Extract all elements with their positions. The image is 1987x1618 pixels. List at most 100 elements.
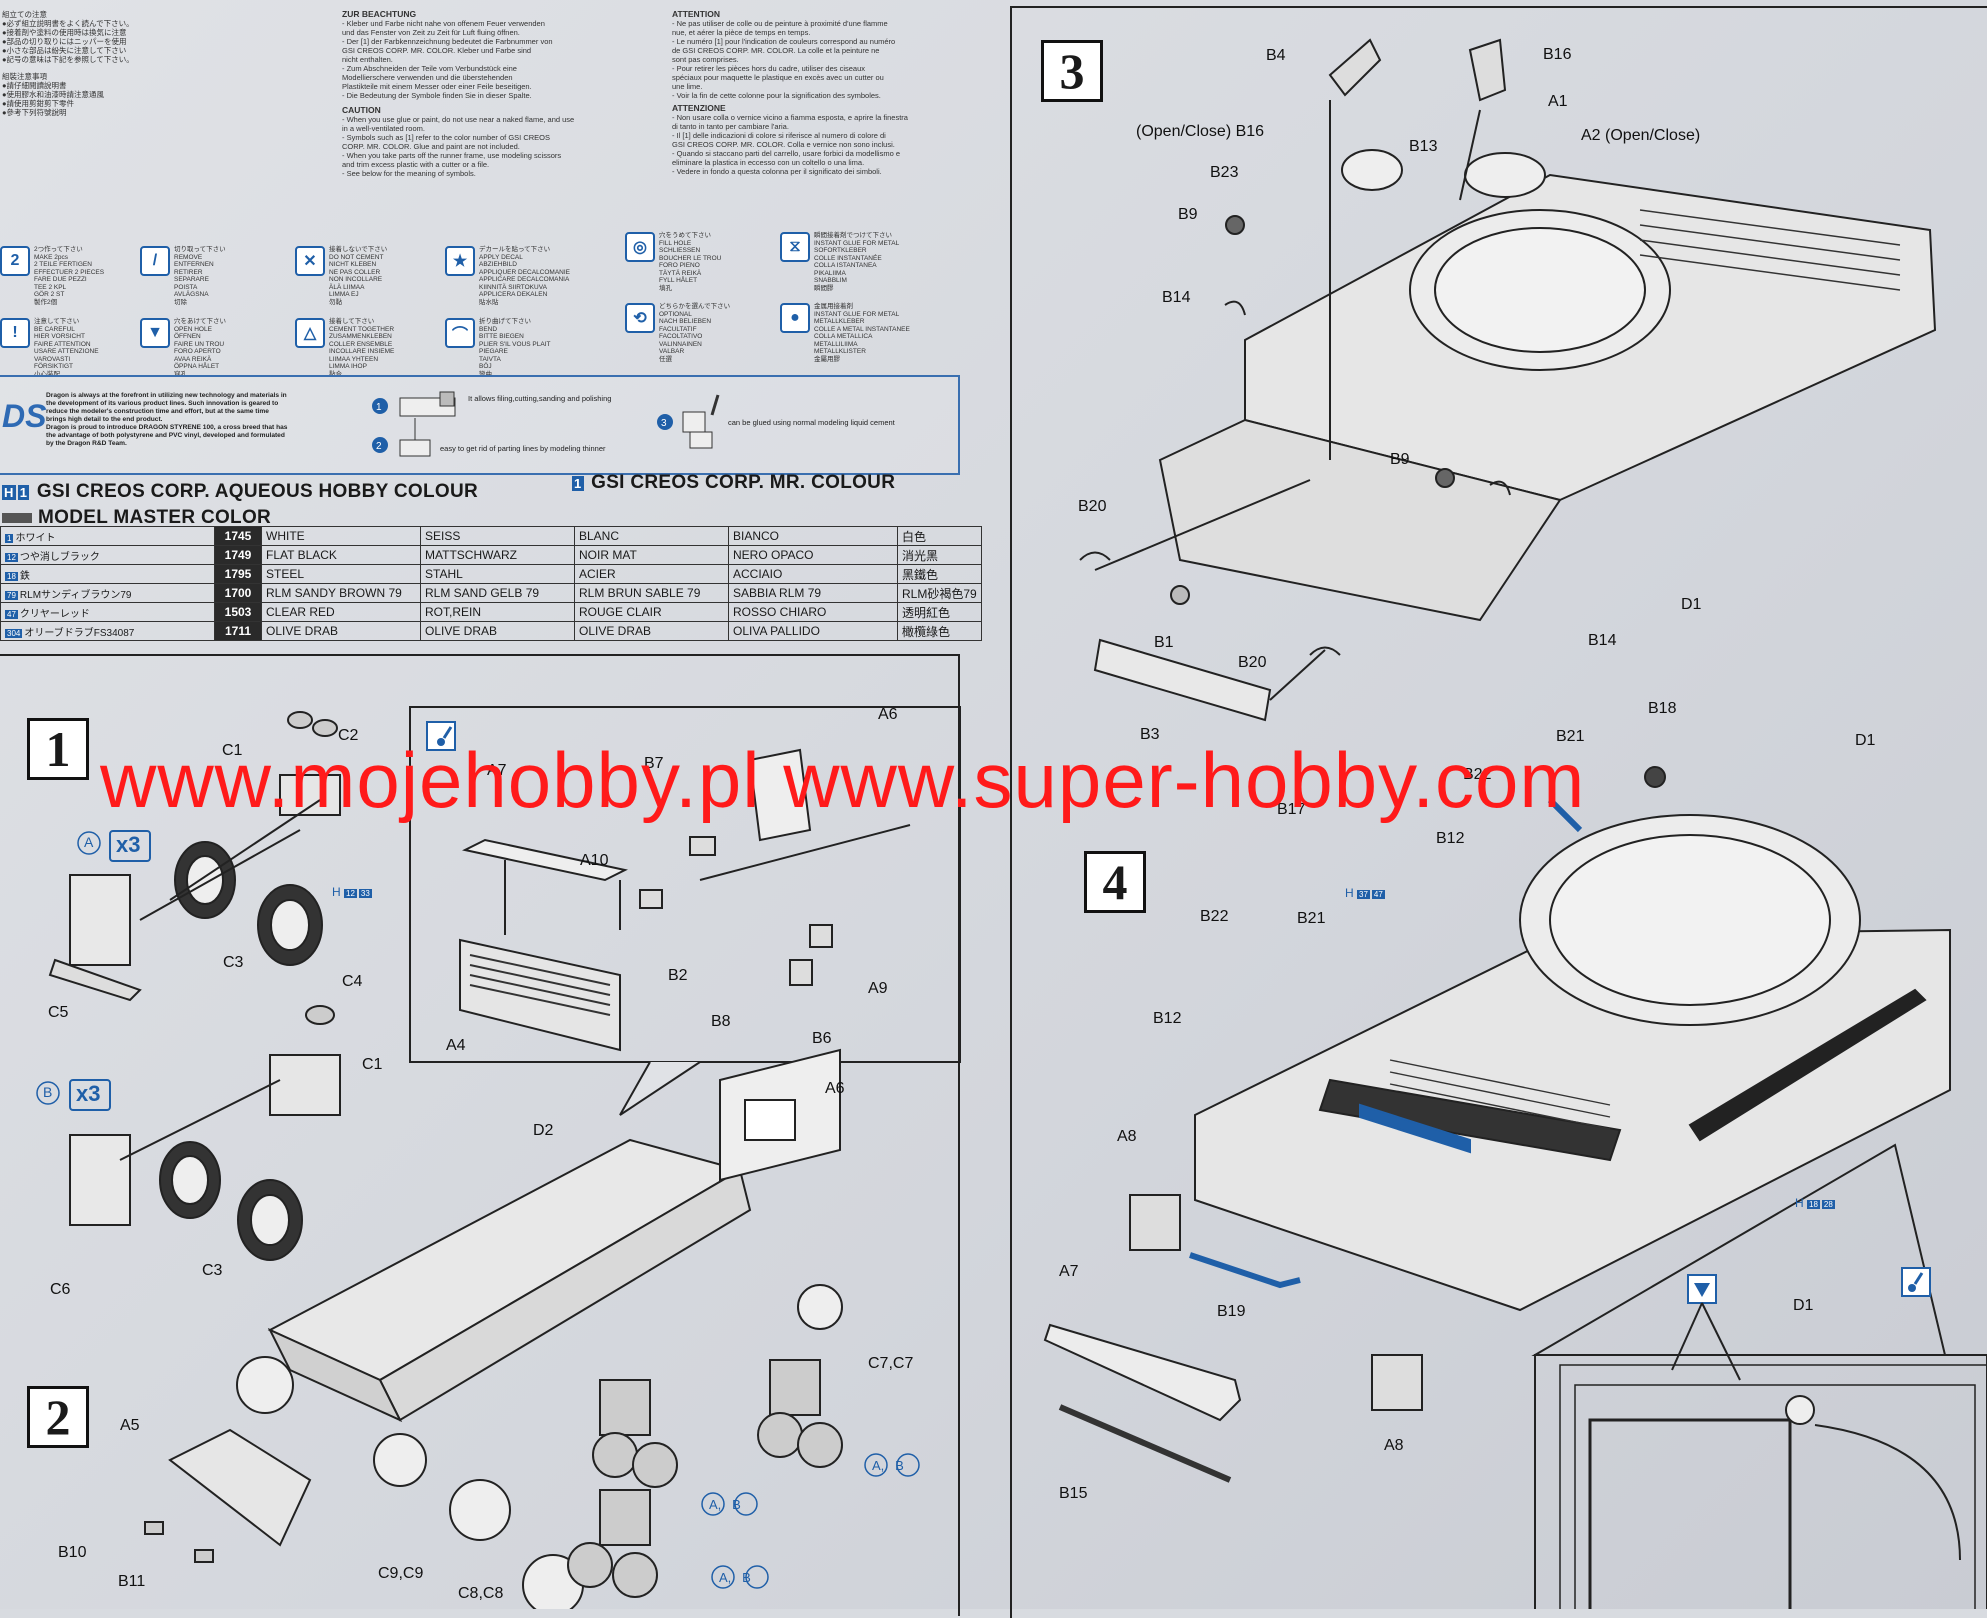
mr-colour-header: 1 GSI CREOS CORP. MR. COLOUR bbox=[572, 472, 895, 494]
part-label-B3: B3 bbox=[1140, 726, 1160, 743]
symbol-text-line: 勿黏 bbox=[329, 298, 342, 306]
note-line: ●必ず組立説明書をよく読んで下さい。 bbox=[2, 19, 134, 28]
symbol-text-line: INCOLLARE INSIEME bbox=[329, 348, 395, 355]
bend-icon: ⌒ bbox=[445, 318, 475, 348]
part-label-C5: C5 bbox=[48, 1004, 69, 1021]
part-label-B14b: B14 bbox=[1588, 632, 1617, 649]
symbol-text-line: POISTA bbox=[174, 283, 198, 291]
symbol-text-line: RETIRER bbox=[174, 268, 203, 276]
paint-code: 1700 bbox=[214, 583, 262, 603]
symbol-text-line: 任選 bbox=[659, 355, 672, 363]
symbol-text-line: METALLKLEBER bbox=[814, 318, 865, 325]
symbol-text-line: LIMMA IHOP bbox=[329, 363, 367, 370]
part-label-C1b: C1 bbox=[362, 1056, 383, 1073]
symbol-text-line: FAIRE UN TROU bbox=[174, 340, 225, 348]
symbol-text-line: FACOLTATIVO bbox=[659, 333, 703, 340]
note-line: ●記号の意味は下記を参照して下さい。 bbox=[2, 55, 134, 64]
symbol-text-line: 彎曲 bbox=[479, 370, 492, 378]
part-label-C4: C4 bbox=[342, 973, 363, 990]
part-label-D1b: D1 bbox=[1855, 732, 1876, 749]
part-label-B1: B1 bbox=[1154, 634, 1174, 651]
paint-ref-mark: 12 bbox=[5, 552, 18, 562]
part-label-B10: B10 bbox=[58, 1544, 87, 1561]
suspension-bogie-b bbox=[69, 1005, 341, 1261]
symbol-text-line: ÖPPNA HÅLET bbox=[174, 363, 220, 370]
note-line: ●使用膠水和油漆時請注意通風 bbox=[2, 90, 105, 99]
paint-code: 1749 bbox=[214, 545, 262, 565]
be-careful-icon: ! bbox=[0, 318, 30, 348]
paint-ref-mark: 18 bbox=[5, 571, 18, 581]
h-mark: H bbox=[2, 485, 16, 500]
symbol-text-line: SNABBLIM bbox=[814, 277, 847, 284]
symbol-text-line: FÖRSIKTIGT bbox=[34, 363, 73, 370]
part-label-A6: A6 bbox=[878, 706, 898, 723]
paint-name-fr: BLANC bbox=[574, 526, 729, 546]
symbol-text-line: OPTIONAL bbox=[659, 310, 692, 318]
paint-name-it: OLIVA PALLIDO bbox=[728, 621, 898, 641]
remove-icon: / bbox=[140, 246, 170, 276]
part-label-B19: B19 bbox=[1217, 1303, 1246, 1320]
note-line: - Vedere in fondo a questa colonna per i… bbox=[672, 167, 882, 176]
intro-line: reduce the modeler's construction time a… bbox=[46, 408, 269, 415]
note-line: - Il [1] delle indicazioni di colore si … bbox=[672, 131, 886, 140]
step-number-4: 4 bbox=[1084, 851, 1146, 913]
part-label-B22b: B22 bbox=[1200, 908, 1229, 925]
symbol-text-line: 2つ作って下さい bbox=[34, 246, 83, 253]
part-label-B12b: B12 bbox=[1153, 1010, 1182, 1027]
part-label-B13: B13 bbox=[1409, 138, 1438, 155]
note-line: - See below for the meaning of symbols. bbox=[342, 169, 476, 178]
symbol-text-line: デカールを貼って下さい bbox=[479, 246, 551, 253]
note-line: - Kleber und Farbe nicht nahe von offene… bbox=[342, 19, 545, 28]
part-label-B9b: B9 bbox=[1390, 451, 1410, 468]
symbol-text-line: どちらかを選んで下さい bbox=[659, 303, 731, 310]
part-label-A8: A8 bbox=[1117, 1128, 1137, 1145]
model-master-header: MODEL MASTER COLOR bbox=[2, 507, 271, 529]
symbol-text-line: BE CAREFUL bbox=[34, 325, 75, 333]
part-label-B21b: B21 bbox=[1297, 910, 1326, 927]
part-label-A8b: A8 bbox=[1384, 1437, 1404, 1454]
part-label-B8: B8 bbox=[711, 1013, 731, 1030]
variant-ab-label: A, B bbox=[872, 1458, 904, 1473]
intro-line: the development of its various product l… bbox=[46, 400, 279, 407]
part-label-B2: B2 bbox=[668, 967, 688, 984]
symbol-text-line: FACULTATIF bbox=[659, 325, 697, 333]
symbol-text-line: 黏合 bbox=[329, 370, 342, 378]
part-label-B15: B15 bbox=[1059, 1485, 1088, 1502]
part-label-D2: D2 bbox=[533, 1122, 554, 1139]
part-label-A2: A2 (Open/Close) bbox=[1581, 127, 1701, 144]
mr-colour-label: GSI CREOS CORP. MR. COLOUR bbox=[591, 472, 896, 493]
note-line: une lime. bbox=[672, 82, 703, 91]
part-label-B11: B11 bbox=[118, 1573, 146, 1590]
symbol-text-line: 金屬用膠 bbox=[814, 355, 840, 363]
make-two-icon: 2 bbox=[0, 246, 30, 276]
note-heading: CAUTION bbox=[342, 105, 381, 115]
symbol-text-line: SEPARARE bbox=[174, 276, 209, 283]
symbol-text-line: ABZIEHBILD bbox=[479, 261, 517, 268]
variant-ab-label: A, B bbox=[719, 1570, 751, 1585]
symbol-text-line: FILL HOLE bbox=[659, 239, 692, 247]
symbol-text-line: FYLL HÅLET bbox=[659, 277, 698, 284]
notes-german-caution: ZUR BEACHTUNG - Kleber und Farbe nicht n… bbox=[342, 10, 627, 179]
symbol-text-line: INSTANT GLUE FOR METAL bbox=[814, 310, 900, 318]
symbol-text-line: BÖJ bbox=[479, 363, 492, 370]
symbol-text-line: 切除 bbox=[174, 298, 187, 306]
paint-name-de: ROT,REIN bbox=[420, 602, 575, 622]
symbol-text-line: 金属用接着剤 bbox=[814, 303, 853, 310]
part-label-D1: D1 bbox=[1681, 596, 1702, 613]
one-mark: 1 bbox=[572, 476, 584, 491]
symbol-text-line: ÄLÄ LIIMAA bbox=[329, 283, 365, 291]
note-line: GSI CREOS CORP. MR. COLOR. Kleber und Fa… bbox=[342, 46, 532, 55]
